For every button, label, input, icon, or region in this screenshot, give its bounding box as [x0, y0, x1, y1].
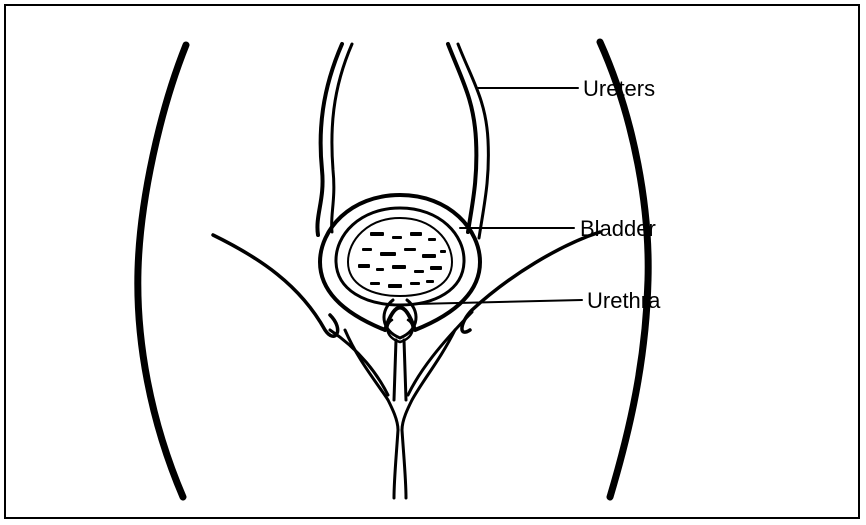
label-urethra: Urethra	[587, 290, 660, 312]
groin-stem	[394, 430, 398, 498]
leader-urethra	[416, 300, 582, 304]
pelvis-left-upper	[213, 235, 338, 336]
bladder-texture	[358, 232, 446, 288]
bladder-inner	[336, 208, 464, 305]
body-outline-left	[138, 45, 186, 497]
urethra-tube-left	[394, 340, 396, 400]
pelvis-right-upper	[462, 232, 600, 332]
label-bladder: Bladder	[580, 218, 656, 240]
groin-right	[402, 330, 455, 430]
bladder-outer	[320, 195, 480, 330]
groin-left	[345, 330, 398, 430]
body-outline-right	[600, 42, 648, 497]
ureter-left-inner	[332, 44, 352, 232]
ureter-right-outer	[448, 44, 476, 232]
urethra-tube-right	[404, 340, 406, 400]
ureter-left-outer	[317, 44, 342, 235]
groin-stem-right	[402, 430, 406, 498]
label-ureters: Ureters	[583, 78, 655, 100]
